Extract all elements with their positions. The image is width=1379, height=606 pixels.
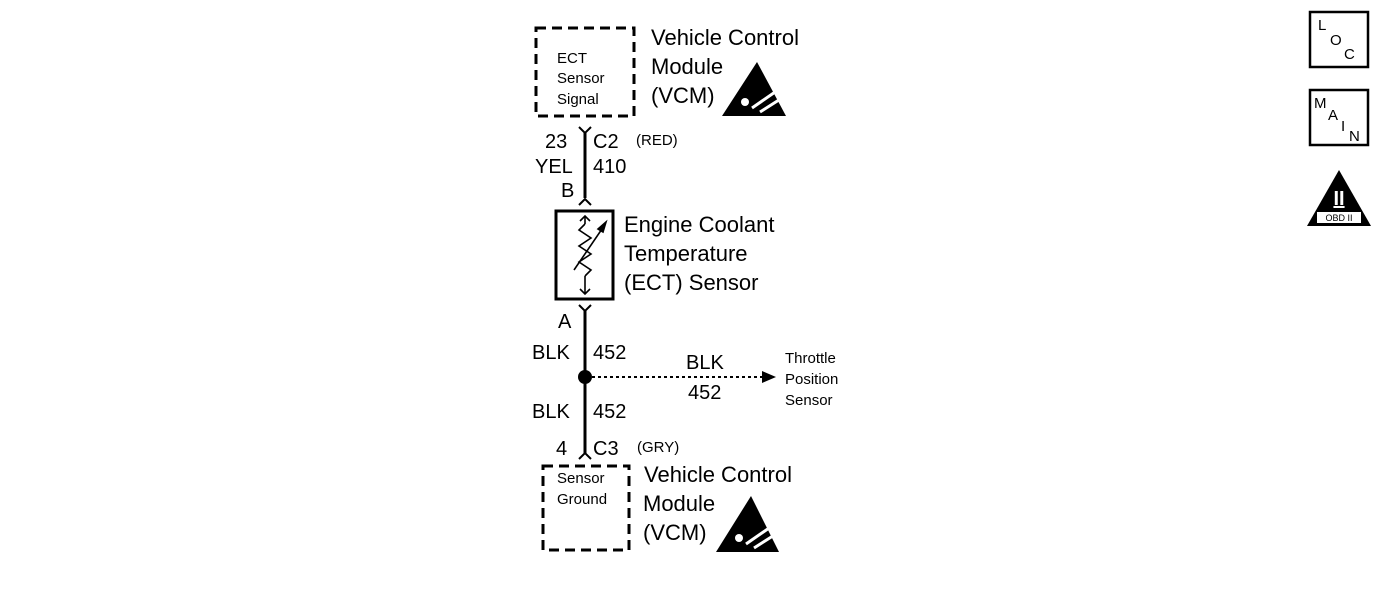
top-module-title-line1: Vehicle Control (651, 25, 799, 50)
thermistor-icon (573, 214, 608, 296)
loc-button-letter-c: C (1344, 46, 1355, 63)
esd-warning-icon (716, 496, 779, 552)
top-module-title-line2: Module (651, 54, 723, 79)
ect-signal-label-line2: Sensor (557, 70, 605, 87)
terminal-b-symbol (578, 197, 592, 206)
bottom-module-title-line3: (VCM) (643, 520, 707, 545)
tps-label-line2: Position (785, 371, 838, 388)
sensor-ground-label-line2: Ground (557, 491, 607, 508)
ect-sensor-box (554, 209, 615, 301)
wire-452-lower-color: BLK (532, 401, 570, 423)
c2-connector-symbol (578, 126, 592, 135)
main-button-letter-n: N (1349, 128, 1360, 145)
obd-ii-button[interactable]: II OBD II (1307, 170, 1371, 226)
loc-button-letter-o: O (1330, 32, 1342, 49)
branch-wire-circuit: 452 (688, 382, 721, 404)
c3-pin-number: 4 (556, 438, 567, 460)
wire-452-upper-color: BLK (532, 342, 570, 364)
bottom-module-title-line1: Vehicle Control (644, 462, 792, 487)
loc-button[interactable]: L O C (1308, 10, 1370, 69)
c3-connector-symbol (578, 451, 592, 460)
sensor-ground-label-line1: Sensor (557, 470, 605, 487)
main-button-letter-m: M (1314, 95, 1327, 112)
sensor-title-line3: (ECT) Sensor (624, 270, 758, 295)
wire-410-color: YEL (535, 156, 573, 178)
terminal-a-symbol (578, 304, 592, 313)
c3-connector-id: C3 (593, 438, 619, 460)
top-module-title-line3: (VCM) (651, 83, 715, 108)
sensor-title-line1: Engine Coolant (624, 212, 774, 237)
main-button-letter-a: A (1328, 107, 1338, 124)
main-button[interactable]: M A I N (1308, 88, 1370, 147)
c2-pin-number: 23 (545, 131, 567, 153)
terminal-b-label: B (561, 180, 574, 202)
ect-signal-label-line3: Signal (557, 91, 599, 108)
c2-connector-color: (RED) (636, 132, 678, 149)
sensor-title-line2: Temperature (624, 241, 748, 266)
esd-warning-icon (722, 62, 786, 116)
ect-signal-box (534, 26, 636, 118)
terminal-a-label: A (558, 311, 572, 333)
wire-452-lower-circuit: 452 (593, 401, 626, 423)
bottom-module-title-line2: Module (643, 491, 715, 516)
obd-ii-roman-numeral: II (1333, 188, 1344, 210)
splice-point (578, 370, 592, 384)
tps-label-line3: Sensor (785, 392, 833, 409)
c2-connector-id: C2 (593, 131, 619, 153)
loc-button-letter-l: L (1318, 17, 1326, 34)
sensor-ground-box (541, 464, 631, 552)
ect-signal-label-line1: ECT (557, 50, 587, 67)
branch-arrow-icon (762, 371, 776, 383)
main-button-letter-i: I (1341, 118, 1345, 135)
wire-452-upper-circuit: 452 (593, 342, 626, 364)
wire-410-circuit: 410 (593, 156, 626, 178)
c3-connector-color: (GRY) (637, 439, 679, 456)
branch-wire-color: BLK (686, 352, 724, 374)
tps-label-line1: Throttle (785, 350, 836, 367)
obd-ii-label: OBD II (1325, 213, 1352, 223)
